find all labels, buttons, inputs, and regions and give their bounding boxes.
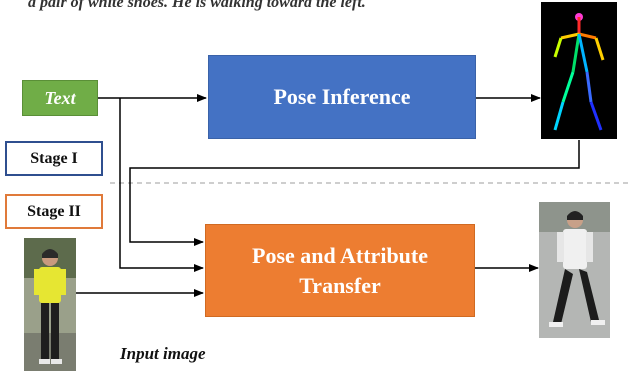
stage-2-label: Stage II xyxy=(5,194,103,229)
input-person-photo xyxy=(24,238,76,371)
arrow-text-to-transfer xyxy=(119,98,204,272)
pose-skeleton-icon xyxy=(541,2,617,139)
arrow-skeleton-to-transfer xyxy=(129,140,580,246)
text-input-node: Text xyxy=(22,80,98,116)
caption-text: a pair of white shoes. He is walking tow… xyxy=(28,0,366,11)
pose-inference-node: Pose Inference xyxy=(208,55,476,139)
stage-1-label: Stage I xyxy=(5,141,103,176)
pose-attribute-transfer-node: Pose and Attribute Transfer xyxy=(205,224,475,317)
input-image-label: Input image xyxy=(120,344,206,363)
output-person-photo xyxy=(539,202,610,338)
